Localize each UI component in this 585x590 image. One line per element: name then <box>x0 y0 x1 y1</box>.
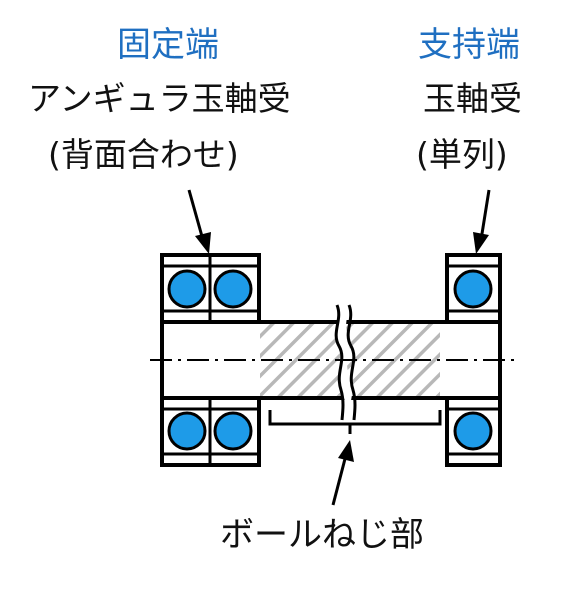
shaft-break-mark <box>334 304 357 421</box>
support-end-bearing-top <box>445 253 502 324</box>
fixed-end-bearing-top <box>160 253 261 324</box>
ball-screw-label: ボールねじ部 <box>220 515 424 555</box>
support-end-arrangement: (単列) <box>416 135 508 174</box>
fixed-end-arrangement: (背面合わせ) <box>48 135 239 174</box>
support-end-title: 支持端 <box>418 25 520 65</box>
fixed-end-arrow <box>187 189 211 254</box>
support-end-bearing-bottom <box>445 396 502 467</box>
ball <box>213 269 253 309</box>
ball <box>167 411 207 451</box>
fixed-end-bearing-bottom <box>160 396 261 467</box>
fixed-end-title: 固定端 <box>117 25 219 65</box>
fixed-end-bearing-type: アンギュラ玉軸受 <box>28 79 291 118</box>
screw-section-bracket <box>268 410 442 434</box>
ball <box>453 411 493 451</box>
screw-label-arrow <box>331 440 354 506</box>
ball <box>453 269 493 309</box>
support-end-arrow <box>473 189 491 254</box>
support-end-bearing-type: 玉軸受 <box>423 79 522 118</box>
ball <box>213 411 253 451</box>
ball <box>167 269 207 309</box>
